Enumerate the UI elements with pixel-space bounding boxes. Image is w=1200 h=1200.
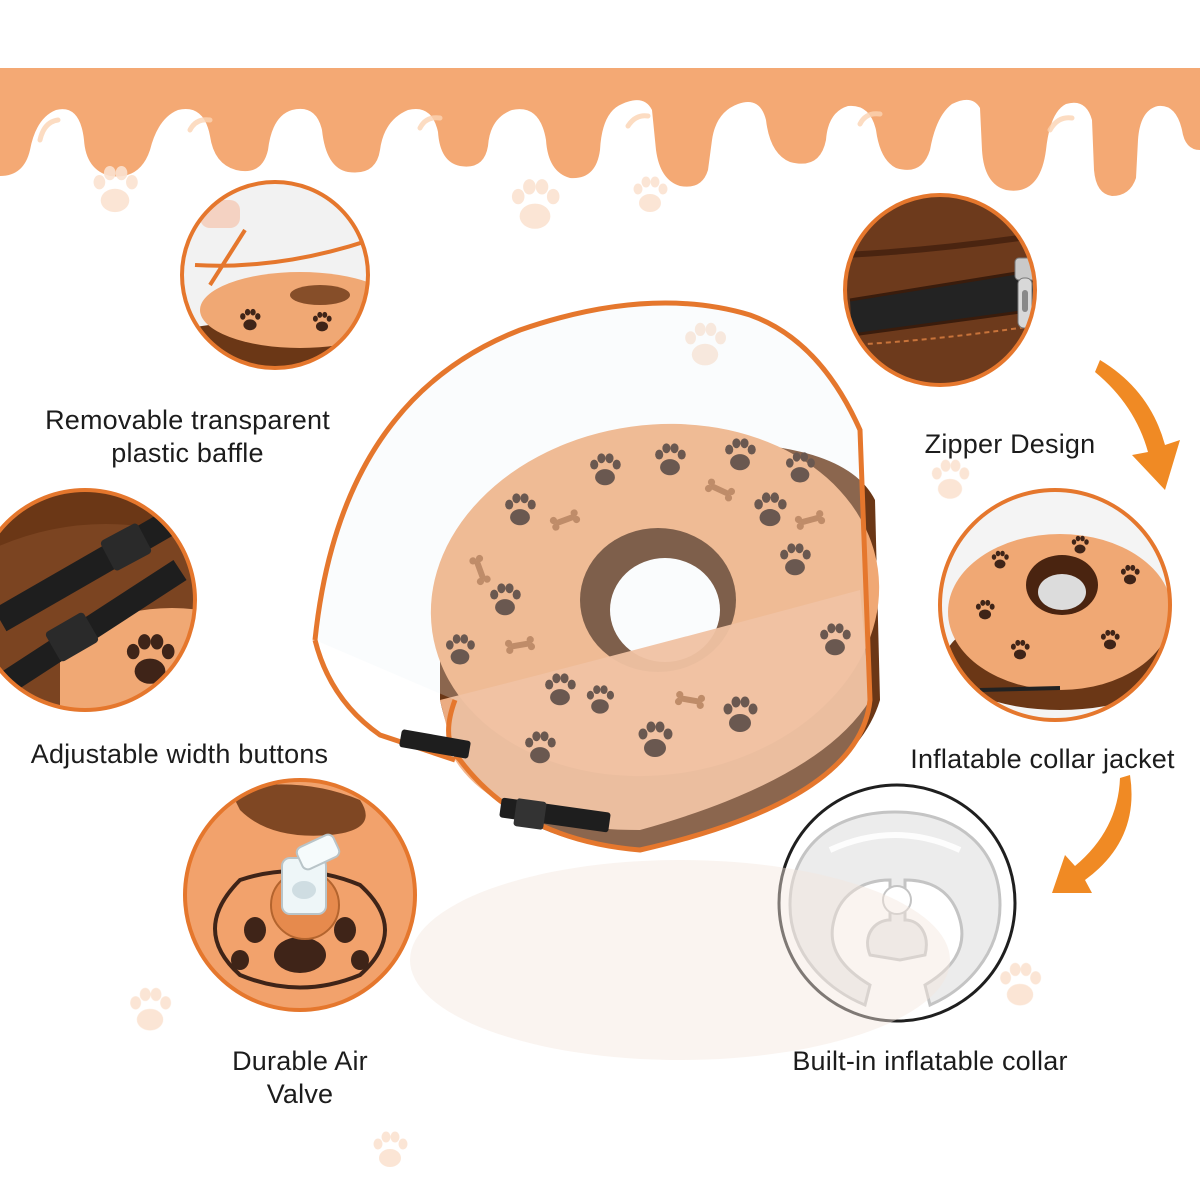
- caption-transparent-baffle: Removable transparent plastic baffle: [30, 404, 345, 470]
- caption-line: plastic baffle: [111, 438, 264, 468]
- arrow-icon-2: [1052, 775, 1132, 893]
- collar-jacket-icon: [938, 488, 1172, 722]
- inflatable-ring-icon: [777, 783, 1017, 1023]
- caption-line: Built-in inflatable collar: [792, 1046, 1068, 1076]
- air-valve-icon: [183, 778, 417, 1012]
- caption-line: Zipper Design: [924, 429, 1096, 459]
- caption-collar-jacket: Inflatable collar jacket: [895, 743, 1190, 776]
- caption-line: Inflatable collar jacket: [910, 744, 1175, 774]
- drip-banner: [0, 68, 1200, 196]
- product-main-image: [312, 300, 950, 1060]
- caption-line: Valve: [266, 1079, 334, 1109]
- caption-inflatable-collar: Built-in inflatable collar: [770, 1045, 1090, 1078]
- arrow-icon-1: [1095, 360, 1180, 490]
- buckle-strap-icon: [0, 488, 197, 712]
- caption-zipper: Zipper Design: [910, 428, 1110, 461]
- caption-line: Durable Air: [232, 1046, 368, 1076]
- caption-line: Removable transparent: [45, 405, 330, 435]
- zipper-icon: [843, 193, 1037, 387]
- clear-cone-baffle-icon: [180, 180, 370, 370]
- caption-width-buttons: Adjustable width buttons: [12, 738, 347, 771]
- caption-line: Adjustable width buttons: [30, 739, 329, 769]
- caption-air-valve: Durable Air Valve: [205, 1045, 395, 1111]
